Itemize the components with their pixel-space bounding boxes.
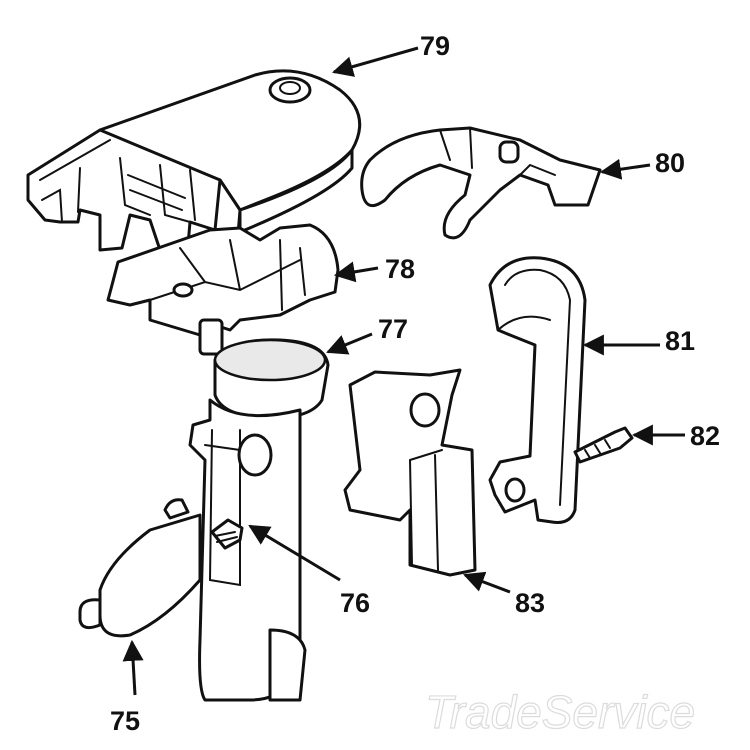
callout-82: 82 <box>690 421 720 451</box>
part-81-channel <box>488 256 587 524</box>
watermark: TradeService <box>425 686 695 738</box>
part-column-body <box>188 398 307 702</box>
leader-77 <box>326 332 373 355</box>
callout-78: 78 <box>385 254 415 284</box>
callout-83: 83 <box>515 588 545 618</box>
callout-labels: 75 76 77 78 79 80 81 82 83 <box>110 31 720 736</box>
part-83-bracket <box>343 368 477 577</box>
callout-77: 77 <box>378 314 408 344</box>
callout-81: 81 <box>665 326 695 356</box>
callout-76: 76 <box>340 588 370 618</box>
part-77-collar <box>213 338 330 420</box>
leader-lines <box>122 46 685 696</box>
part-79-cap <box>26 69 362 252</box>
leader-79 <box>331 46 419 77</box>
leader-75 <box>122 639 144 696</box>
leader-83 <box>463 571 511 594</box>
leader-76 <box>248 524 341 582</box>
leader-78 <box>333 261 379 283</box>
part-76-screw <box>210 518 244 550</box>
leader-80 <box>599 158 651 180</box>
callout-80: 80 <box>655 148 685 178</box>
callout-75: 75 <box>110 706 140 736</box>
part-82-screw <box>573 426 634 464</box>
callout-79: 79 <box>420 31 450 61</box>
part-78-clamp <box>106 223 340 356</box>
part-80-lever-clip <box>360 126 602 240</box>
part-75-cover <box>78 498 202 638</box>
